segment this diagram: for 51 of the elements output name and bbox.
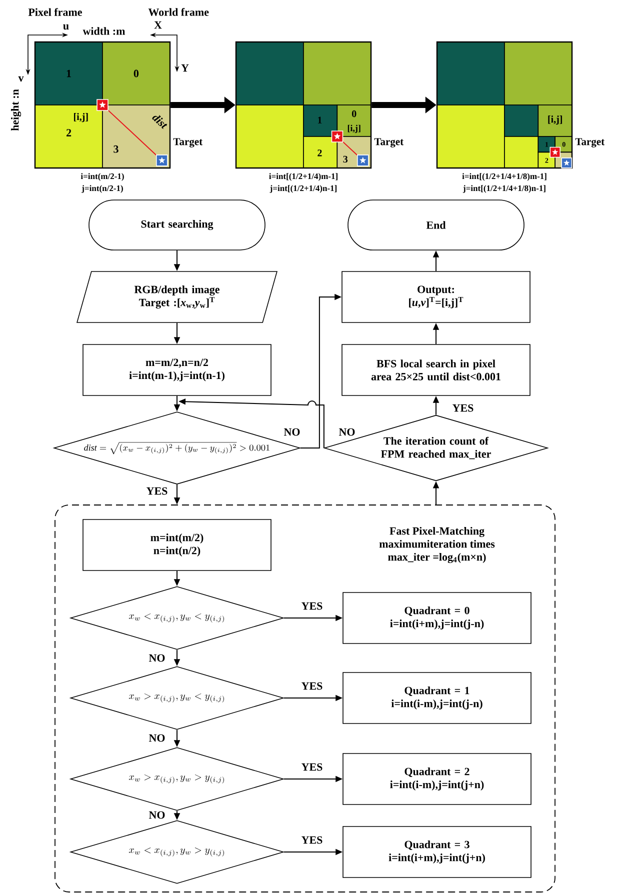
target-label: Target <box>173 138 203 148</box>
edge-label: YES <box>145 486 169 496</box>
axis-label: v <box>18 76 24 82</box>
quadrant-number: 0 <box>352 110 356 118</box>
quadrant-number: 3 <box>343 156 348 163</box>
edge-label: NO <box>148 733 166 743</box>
edge-label: NO <box>282 427 302 437</box>
axis-label: u <box>63 24 69 30</box>
edge-label: YES <box>300 681 324 691</box>
terminal-box: Start searching <box>88 200 266 250</box>
axis-label: X <box>154 21 162 29</box>
axis-label: Y <box>181 64 189 72</box>
edge-label: NO <box>148 653 166 663</box>
process-box: m=m/2,n=n/2 i=int(m-1),j=int(n-1) <box>82 344 272 396</box>
formula-text: j=int[(1/2+1/4)n-1] <box>270 185 337 193</box>
frame-title: World frame <box>148 8 209 16</box>
process-box: m=int(m/2) n=int(n/2) <box>82 519 272 571</box>
edge-label: YES <box>300 762 324 772</box>
edge-label: YES <box>300 601 324 611</box>
terminal-box: End <box>348 200 524 250</box>
quadrant-number: 0 <box>134 70 139 78</box>
process-box: Quadrant = 3 i=int(i+m),j=int(j+n) <box>342 826 532 878</box>
process-box: Quadrant = 2 i=int(i-m),j=int(j+n) <box>342 753 532 805</box>
formula-text: j=int(n/2-1) <box>82 185 123 193</box>
process-box: BFS local search in pixel area 25×25 until dist<0.001 <box>342 344 530 396</box>
edge-label: YES <box>300 835 324 845</box>
target-label: Target <box>374 138 404 148</box>
point-label: [i,j] <box>348 124 360 133</box>
frame-title: Pixel frame <box>28 8 82 16</box>
quadrant-number: 2 <box>318 150 322 156</box>
quadrant-number: 1 <box>318 116 322 124</box>
group-title: Fast Pixel-Matching maximumiteration times max_iter =log$_{4}$(m×n) <box>379 526 495 564</box>
dist-label: dist <box>152 115 168 129</box>
edge-label: NO <box>148 810 166 820</box>
process-box: Quadrant = 0 i=int(i+m),j=int(j-n) <box>342 592 532 644</box>
input-parallelogram: RGB/depth image Target :[x$_{w}$,y$_{w}$]$^{T}$ <box>76 271 278 323</box>
edge-label: YES <box>451 403 475 413</box>
process-box: Quadrant = 1 i=int(i-m),j=int(j-n) <box>342 672 532 724</box>
point-label: [i,j] <box>548 116 562 125</box>
formula-text: j=int[(1/2+1/4+1/8)n-1] <box>462 185 546 193</box>
axis-label: height :n <box>10 89 22 131</box>
formula-text: i=int[(1/2+1/4+1/8)m-1] <box>462 173 546 181</box>
point-label: [i,j] <box>74 113 88 122</box>
formula-text: i=int(m/2-1) <box>80 173 124 181</box>
quadrant-number: 2 <box>66 129 72 136</box>
edge-label: NO <box>338 427 356 437</box>
quadrant-number: 1 <box>66 70 71 78</box>
quadrant-number: 3 <box>114 145 118 153</box>
process-box: Output: [u,v]$^{T}$=[i,j]$^{T}$ <box>342 271 530 323</box>
target-label: Target <box>575 138 605 148</box>
formula-text: i=int[(1/2+1/4)m-1] <box>269 173 338 181</box>
